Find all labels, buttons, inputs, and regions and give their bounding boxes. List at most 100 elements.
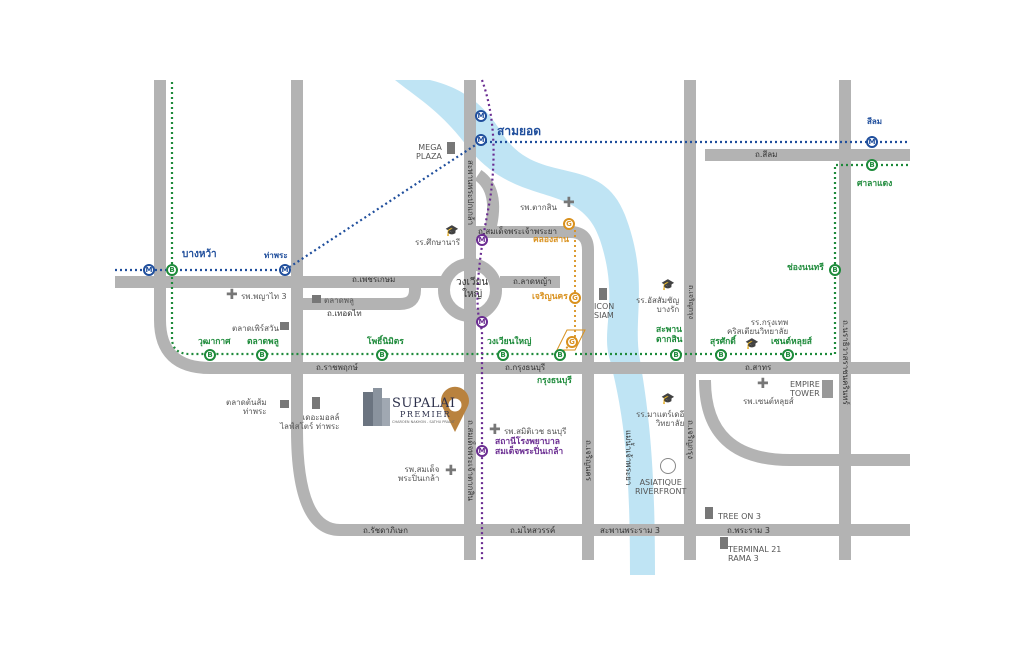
brand-sub: PREMIER xyxy=(400,410,451,419)
bang-wa-label: บางหว้า xyxy=(182,249,217,260)
tree-on-3-label: TREE ON 3 xyxy=(718,512,762,521)
mega-plaza-label: MEGA PLAZA xyxy=(416,143,442,162)
talat-phlu-market-icon xyxy=(312,295,321,303)
talat-wutthakat-market-icon xyxy=(280,322,289,330)
tha-phra-label: ท่าพระ xyxy=(264,251,288,260)
taksin-hospital-cross-icon: ✚ xyxy=(563,195,575,211)
assumption-label: รร.อัสสัมชัญ บางรัก xyxy=(636,296,680,315)
assumption-school-icon: 🎓 xyxy=(661,278,675,291)
purple-line xyxy=(476,79,495,560)
samitivej-label: รพ.สมิติเวช ธนบุรี xyxy=(504,427,567,436)
samitivej-cross-icon: ✚ xyxy=(489,422,501,438)
charoen-krung-label: ถ.เจริญกรุง xyxy=(686,420,695,459)
saint-louis-hospital-label: รพ.เซนต์หลุยส์ xyxy=(743,397,794,406)
somdet-taksin-label: ถ.สมเด็จพระเจ้าตากสิน xyxy=(466,420,475,501)
rama3-label: ถ.พระราม 3 xyxy=(727,526,770,535)
surasak-label: สุรศักดิ์ xyxy=(710,337,736,347)
mega-plaza-bag-icon xyxy=(447,142,455,154)
wutthakat-label: วุฒากาศ xyxy=(198,337,231,347)
wongwian-yai-roundabout xyxy=(438,258,502,322)
therd-thai-label: ถ.เทอดไท xyxy=(327,309,362,318)
phyathai3-cross-icon: ✚ xyxy=(226,287,238,303)
green-line-west xyxy=(170,82,560,356)
silom-road-label: ถ.สีลม xyxy=(755,150,778,159)
krung-thonburi-bts-icon: B xyxy=(554,349,566,361)
purple-station-icon-1: M xyxy=(476,234,488,246)
location-pin-icon xyxy=(440,386,469,432)
condo-building-icon xyxy=(363,388,390,426)
pinklao-hospital-cross-icon: ✚ xyxy=(445,463,457,479)
sam-yot-label: สามยอด xyxy=(497,124,542,138)
tree-on-3-bag-icon xyxy=(705,507,713,519)
sam-yot-mrt-icon-2: M xyxy=(475,134,487,146)
mahaisawan-label: ถ.มไหสวรรค์ xyxy=(510,526,556,535)
empire-tower-label: EMPIRE TOWER xyxy=(790,380,820,399)
silom-station-label: สีลม xyxy=(867,117,883,126)
charoen-nakhon-station-label: เจริญนคร xyxy=(532,292,568,302)
sikkha-label: รร.ศึกษานารี xyxy=(415,238,461,247)
road-charoen-krung-curve xyxy=(699,379,910,466)
the-mall-bag-icon xyxy=(312,397,320,409)
khlong-san-gold-icon: G xyxy=(563,218,575,230)
tha-phra-mrt-icon: M xyxy=(279,264,291,276)
talat-phlu-market-label: ตลาดพลู xyxy=(324,296,354,305)
charoen-nakhon-gold-icon: G xyxy=(569,292,581,304)
river-label: แม่น้ำเจ้าพระยา xyxy=(624,430,633,486)
the-mall-label: เดอะมอลล์ ไลฟ์สโตร์ ท่าพระ xyxy=(280,413,340,432)
purple-hospital-label: สถานีโรงพยาบาล สมเด็จพระปิ่นเกล้า xyxy=(495,437,564,457)
mater-dei-label: รร.มาแตร์เดอี วิทยาลัย xyxy=(636,410,685,429)
krung-thonburi-box xyxy=(556,329,586,351)
road-somdet-chao-phraya xyxy=(470,226,594,560)
bang-wa-bts-icon: B xyxy=(166,264,178,276)
ratchaphruek-label: ถ.ราชพฤกษ์ xyxy=(316,363,358,372)
road-therd-thai xyxy=(297,282,421,310)
road-charoen-nakhon-upper xyxy=(474,170,500,232)
chong-nonsi-bts-icon: B xyxy=(829,264,841,276)
christian-school-icon: 🎓 xyxy=(745,337,759,350)
talat-tonsom-market-icon xyxy=(280,400,289,408)
wongwian-yai-label: วงเวียน ใหญ่ xyxy=(456,277,489,300)
icon-siam-label: ICON SIAM xyxy=(594,302,615,321)
taksin-hospital-label: รพ.ตากสิน xyxy=(520,203,557,212)
bang-wa-mrt-icon: M xyxy=(143,264,155,276)
talat-phlu-bts-icon: B xyxy=(256,349,268,361)
pinklao-hospital-label: รพ.สมเด็จ พระปิ่นเกล้า xyxy=(398,465,440,484)
brand-tag: CHAROEN NAKHON - SATHU PRADIT xyxy=(392,420,455,424)
wutthakat-bts-icon: B xyxy=(204,349,216,361)
saphan-taksin-bts-icon: B xyxy=(670,349,682,361)
asiatique-label: ASIATIQUE RIVERFRONT xyxy=(635,478,687,497)
terminal21-bag-icon xyxy=(720,537,728,549)
krung-thonburi-road-label: ถ.กรุงธนบุรี xyxy=(505,363,546,372)
silom-mrt-icon: M xyxy=(866,136,878,148)
phet-kasem-label: ถ.เพชรเกษม xyxy=(352,275,396,284)
purple-hospital-station-icon: M xyxy=(476,445,488,457)
krung-thonburi-station-label: กรุงธนบุรี xyxy=(537,376,572,386)
blue-line-diagonal xyxy=(284,141,481,271)
phyathai3-label: รพ.พญาไท 3 xyxy=(241,292,287,301)
asiatique-ferris-wheel-icon xyxy=(660,458,676,474)
bangkok-christian-label: รร.กรุงเทพ คริสเตียนวิทยาลัย xyxy=(727,318,789,337)
ratchadaphisek-label: ถ.รัชดาภิเษก xyxy=(363,526,408,535)
purple-station-icon-2: M xyxy=(476,316,488,328)
talat-wutthakat-label: ตลาดเพิร์สวัน xyxy=(232,324,279,333)
sala-daeng-label: ศาลาแดง xyxy=(857,179,893,189)
mater-dei-school-icon: 🎓 xyxy=(661,392,675,405)
saint-louis-hospital-cross-icon: ✚ xyxy=(757,376,769,392)
lat-ya-label: ถ.ลาดหญ้า xyxy=(513,277,552,286)
wongwian-yai-bts-icon: B xyxy=(497,349,509,361)
sikkha-school-icon: 🎓 xyxy=(445,224,459,237)
terminal21-label: TERMINAL 21 RAMA 3 xyxy=(728,545,782,564)
saphan-taksin-label: สะพาน ตากสิน xyxy=(656,325,683,345)
charoen-nakhon-road-label: ถ.เจริญนคร xyxy=(584,440,593,482)
surasak-bts-icon: B xyxy=(715,349,727,361)
sathon-label: ถ.สาทร xyxy=(745,363,772,372)
road-ratchadaphisek xyxy=(291,429,910,536)
chong-nonsi-label: ช่องนนทรี xyxy=(787,263,824,273)
wongwian-yai-station-label: วงเวียนใหญ่ xyxy=(487,337,532,347)
icon-siam-bag-icon xyxy=(599,288,607,300)
saint-louis-bts-icon: B xyxy=(782,349,794,361)
phra-pok-klao-label: สะพานพระปกเกล้า xyxy=(466,160,475,226)
talat-phlu-label: ตลาดพลู xyxy=(247,337,279,347)
narathiwat-label: ถ.นราธิวาสราชนครินทร์ xyxy=(841,320,850,405)
